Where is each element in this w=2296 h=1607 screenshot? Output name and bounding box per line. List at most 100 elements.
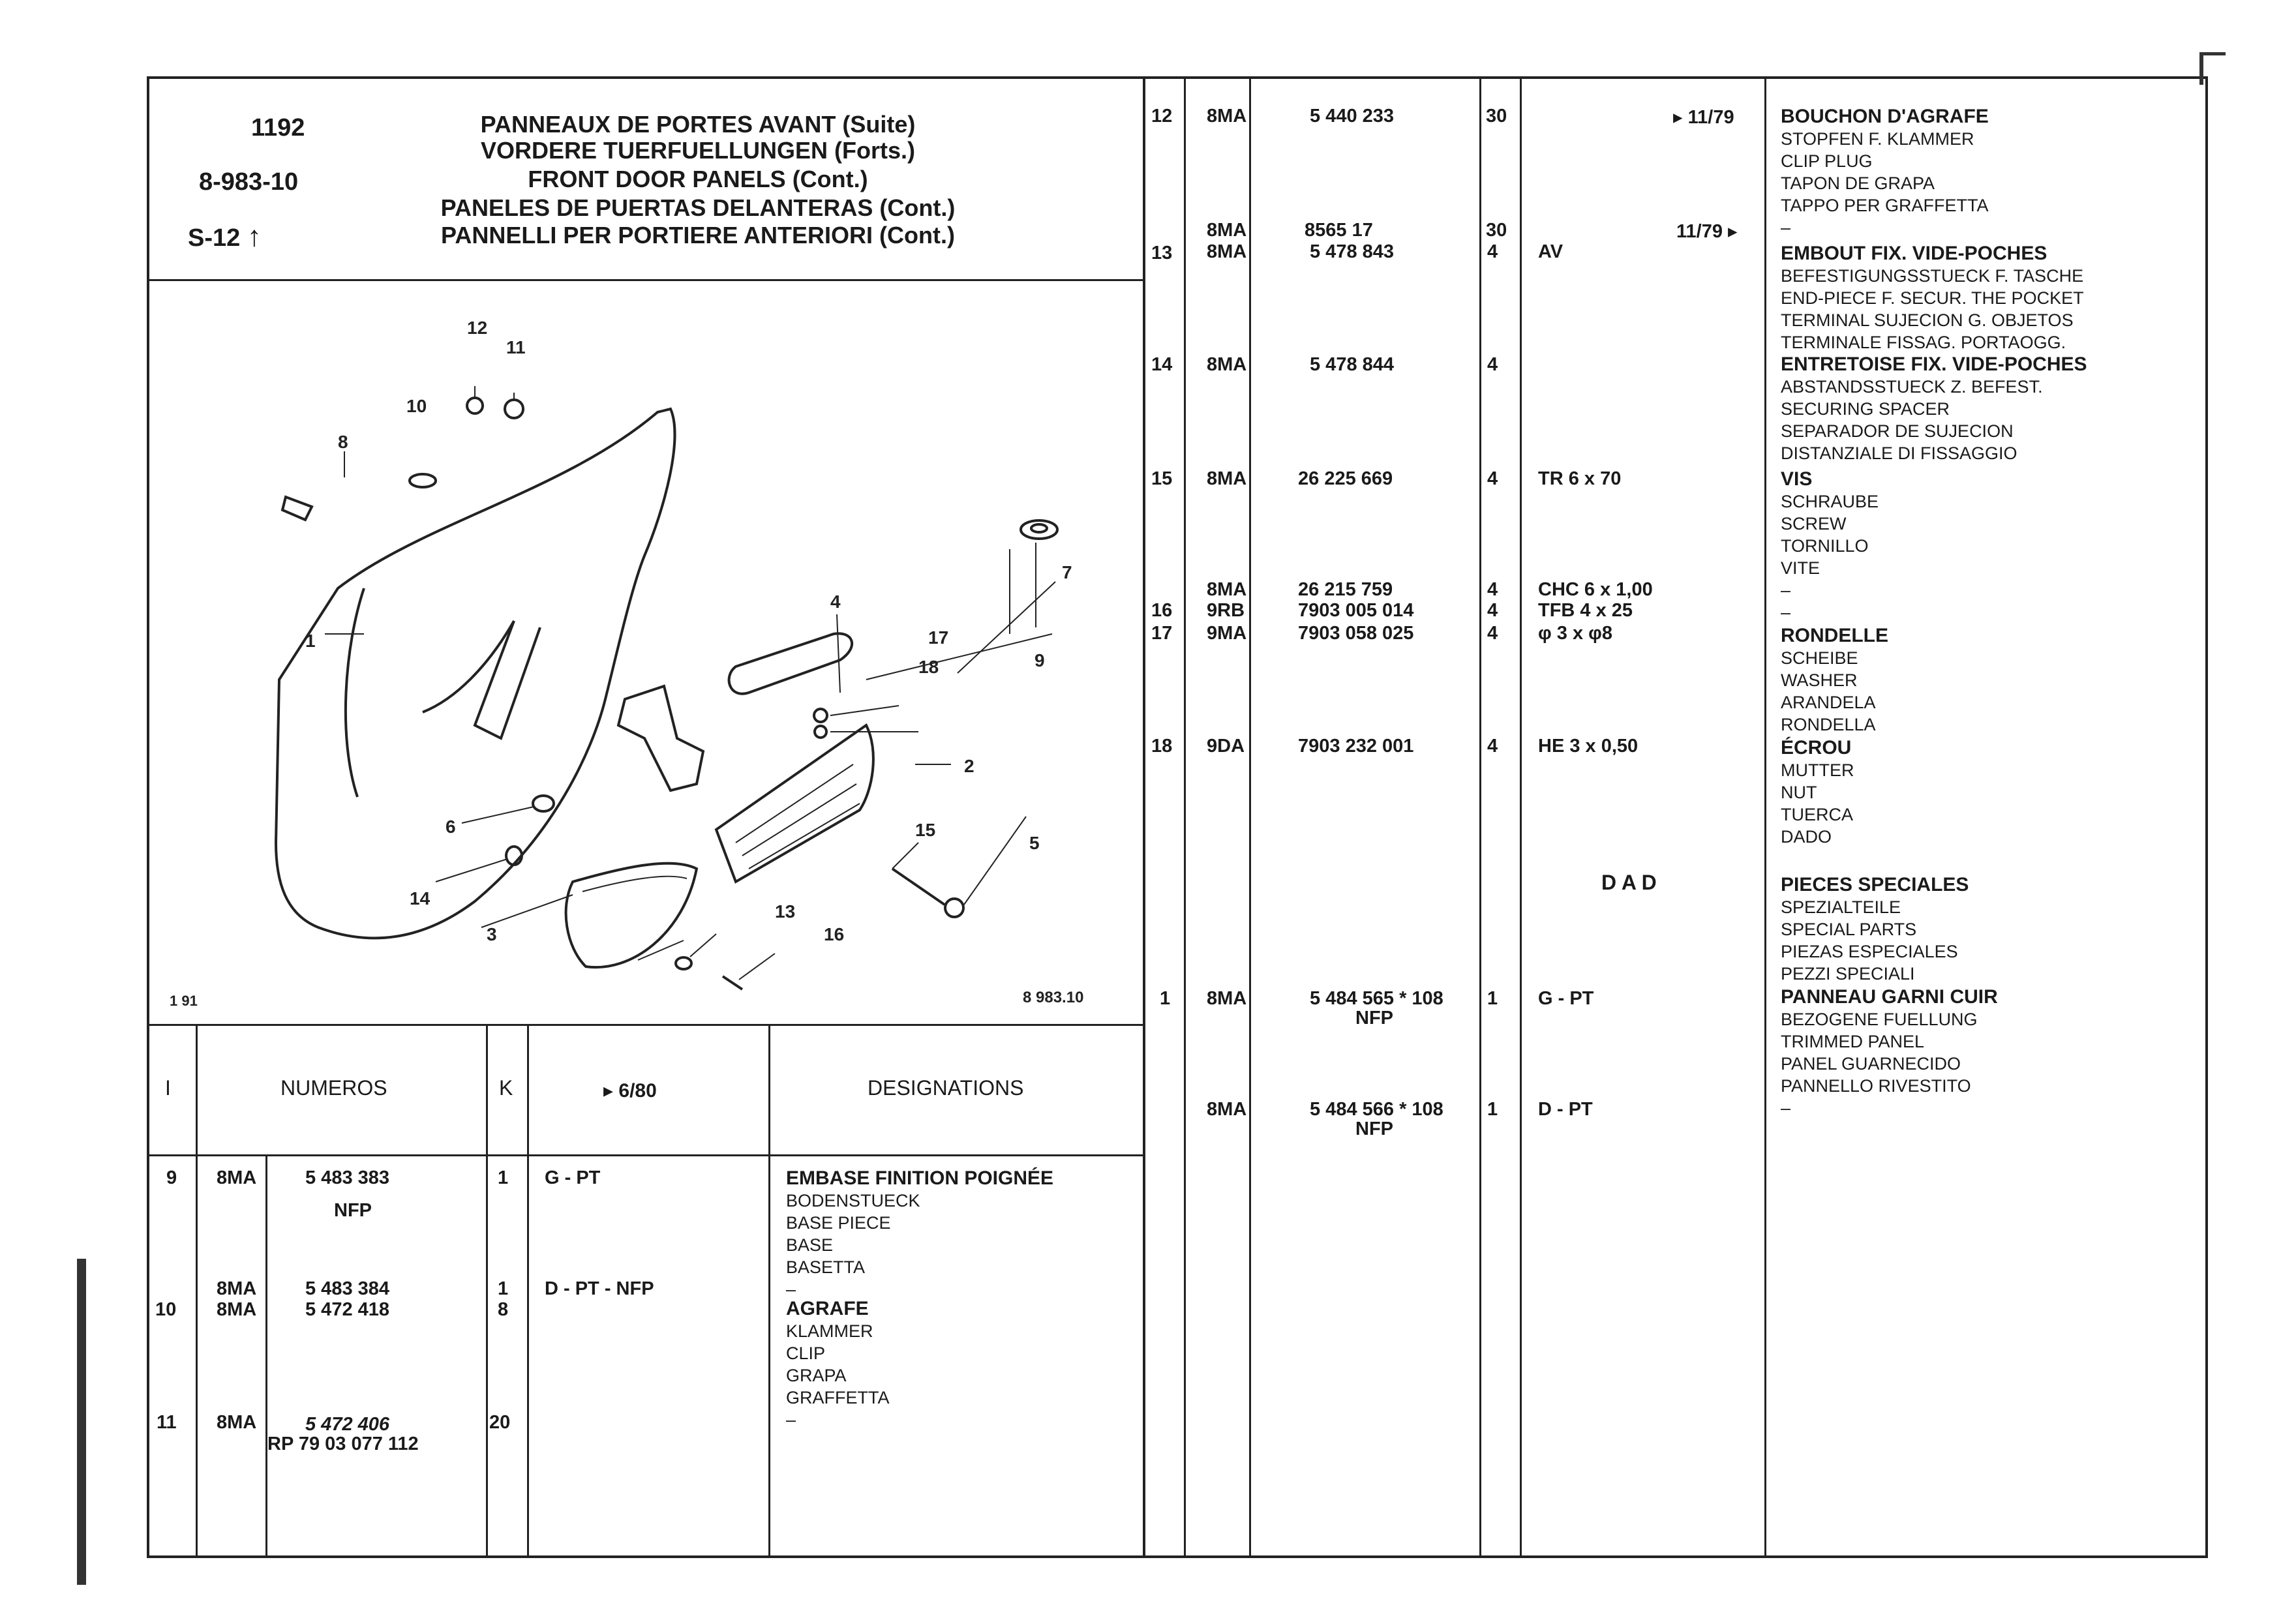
header-divider bbox=[147, 279, 1143, 281]
left-row-9-num2: NFP bbox=[334, 1200, 372, 1221]
left-row-9b-qty: 1 bbox=[498, 1278, 509, 1299]
diagram-divider bbox=[147, 1024, 1143, 1026]
desc-fr: EMBOUT FIX. VIDE-POCHES bbox=[1781, 243, 2047, 264]
diagram-footer-right: 8 983.10 bbox=[1023, 989, 1083, 1006]
right-row-13-variant: AV bbox=[1538, 241, 1563, 262]
right-row-16-code: 9RB bbox=[1207, 600, 1245, 621]
desc-es: GRAPA bbox=[786, 1366, 847, 1385]
desc-it: DADO bbox=[1781, 827, 1832, 847]
left-row-9b-num: 5 483 384 bbox=[305, 1278, 390, 1299]
desc-es: TUERCA bbox=[1781, 805, 1854, 824]
desc-it: RONDELLA bbox=[1781, 715, 1876, 734]
desc-de: BEFESTIGUNGSSTUECK F. TASCHE bbox=[1781, 266, 2084, 286]
right-row-12-date: ▸ 11/79 bbox=[1673, 107, 1734, 128]
desc-de: SPEZIALTEILE bbox=[1781, 897, 1901, 917]
callout-2: 2 bbox=[964, 756, 974, 776]
right-row-12b-qty: 30 bbox=[1486, 220, 1507, 241]
col-line-var bbox=[527, 1024, 529, 1558]
right-col-line-var bbox=[1520, 76, 1522, 1558]
desc-fr: BOUCHON D'AGRAFE bbox=[1781, 106, 1989, 127]
desc-it: TERMINALE FISSAG. PORTAOGG. bbox=[1781, 333, 2066, 352]
screw-16 bbox=[721, 975, 744, 991]
right-row-15b-qty: 4 bbox=[1487, 579, 1498, 600]
left-row-11-num2: RP 79 03 077 112 bbox=[267, 1434, 419, 1454]
right-row-17-num: 7903 058 025 bbox=[1298, 623, 1414, 644]
desc-es: BASE bbox=[786, 1235, 834, 1255]
desc-fr: PANNEAU GARNI CUIR bbox=[1781, 986, 1998, 1008]
left-row-10-num: 5 472 418 bbox=[305, 1299, 390, 1320]
right-row-1b-variant: D - PT bbox=[1538, 1099, 1593, 1120]
desc-fr: RONDELLE bbox=[1781, 625, 1888, 646]
trim-strip bbox=[727, 632, 854, 695]
plug-12 bbox=[466, 397, 484, 415]
desc-fr: VIS bbox=[1781, 468, 1813, 490]
spacer-14 bbox=[505, 845, 523, 866]
desc-it: PANNELLO RIVESTITO bbox=[1781, 1076, 1971, 1096]
clip-8 bbox=[280, 495, 314, 522]
desc-en: SECURING SPACER bbox=[1781, 399, 1950, 419]
right-row-17-qty: 4 bbox=[1487, 623, 1498, 644]
door-panel-outline bbox=[274, 407, 676, 940]
left-row-9-item: 9 bbox=[166, 1167, 177, 1188]
left-row-11-qty: 20 bbox=[489, 1412, 511, 1433]
desc-de: SCHEIBE bbox=[1781, 648, 1858, 668]
col-line-qty bbox=[486, 1024, 488, 1558]
callout-8: 8 bbox=[338, 432, 348, 452]
right-row-15-designation: VIS SCHRAUBE SCREW TORNILLO VITE – – bbox=[1781, 468, 1879, 623]
left-row-9-num: 5 483 383 bbox=[305, 1167, 390, 1188]
callout-16: 16 bbox=[824, 924, 844, 944]
right-row-13-qty: 4 bbox=[1487, 241, 1498, 262]
left-row-9-code: 8MA bbox=[217, 1167, 257, 1188]
nut-18 bbox=[813, 725, 828, 739]
right-row-18-qty: 4 bbox=[1487, 736, 1498, 757]
desc-en: SCREW bbox=[1781, 514, 1847, 533]
desc-dash: – bbox=[1781, 1098, 1791, 1118]
desc-en: SPECIAL PARTS bbox=[1781, 920, 1917, 939]
desc-es: TORNILLO bbox=[1781, 536, 1869, 556]
armrest-inner bbox=[422, 620, 515, 713]
desc-es: SEPARADOR DE SUJECION bbox=[1781, 421, 2014, 441]
desc-en: TRIMMED PANEL bbox=[1781, 1032, 1925, 1051]
desc-fr: EMBASE FINITION POIGNÉE bbox=[786, 1167, 1054, 1189]
right-row-12b-num: 8565 17 bbox=[1305, 220, 1373, 241]
right-row-18-designation: ÉCROU MUTTER NUT TUERCA DADO bbox=[1781, 737, 1854, 848]
right-row-13-code: 8MA bbox=[1207, 241, 1247, 262]
left-row-11-item: 11 bbox=[157, 1412, 177, 1433]
right-row-17-variant: φ 3 x φ8 bbox=[1538, 623, 1613, 644]
callout-15: 15 bbox=[915, 820, 935, 840]
reference-code: 8-983-10 bbox=[199, 168, 299, 196]
right-col-line-num bbox=[1249, 76, 1251, 1558]
col-header-designations: DESIGNATIONS bbox=[868, 1076, 1024, 1100]
right-row-18-num: 7903 232 001 bbox=[1298, 736, 1414, 757]
special-parts-designation: PIECES SPECIALES SPEZIALTEILE SPECIAL PA… bbox=[1781, 874, 1969, 985]
desc-dash-2: – bbox=[1781, 603, 1791, 622]
right-row-15b-num: 26 215 759 bbox=[1298, 579, 1393, 600]
desc-dash: – bbox=[1781, 218, 1791, 237]
desc-it: BASETTA bbox=[786, 1257, 866, 1277]
desc-fr: ENTRETOISE FIX. VIDE-POCHES bbox=[1781, 353, 2087, 375]
right-row-18-item: 18 bbox=[1151, 736, 1173, 757]
right-row-1-code: 8MA bbox=[1207, 988, 1247, 1009]
column-header-divider bbox=[147, 1154, 1143, 1156]
armrest-curve bbox=[344, 588, 365, 798]
callout-5: 5 bbox=[1029, 833, 1040, 853]
right-row-12-item: 12 bbox=[1151, 106, 1173, 127]
desc-it: DISTANZIALE DI FISSAGGIO bbox=[1781, 443, 2017, 463]
desc-es: ARANDELA bbox=[1781, 693, 1876, 712]
callout-7: 7 bbox=[1062, 562, 1072, 582]
right-row-16-num: 7903 005 014 bbox=[1298, 600, 1414, 621]
desc-de: KLAMMER bbox=[786, 1321, 873, 1341]
right-row-14-designation: ENTRETOISE FIX. VIDE-POCHES ABSTANDSSTUE… bbox=[1781, 353, 2087, 464]
right-row-14-num: 5 478 844 bbox=[1310, 354, 1395, 375]
callout-17: 17 bbox=[928, 627, 948, 648]
desc-fr: PIECES SPECIALES bbox=[1781, 874, 1969, 895]
col-header-date: ▸ 6/80 bbox=[603, 1080, 657, 1102]
desc-en: NUT bbox=[1781, 783, 1817, 802]
desc-en: WASHER bbox=[1781, 670, 1858, 690]
left-row-10-qty: 8 bbox=[498, 1299, 509, 1320]
title-en: FRONT DOOR PANELS (Cont.) bbox=[528, 166, 868, 192]
title-fr: PANNEAUX DE PORTES AVANT (Suite) bbox=[480, 111, 916, 138]
right-row-15b-variant: CHC 6 x 1,00 bbox=[1538, 579, 1653, 600]
right-row-13-designation: EMBOUT FIX. VIDE-POCHES BEFESTIGUNGSSTUE… bbox=[1781, 243, 2084, 353]
title-es: PANELES DE PUERTAS DELANTERAS (Cont.) bbox=[440, 194, 956, 221]
